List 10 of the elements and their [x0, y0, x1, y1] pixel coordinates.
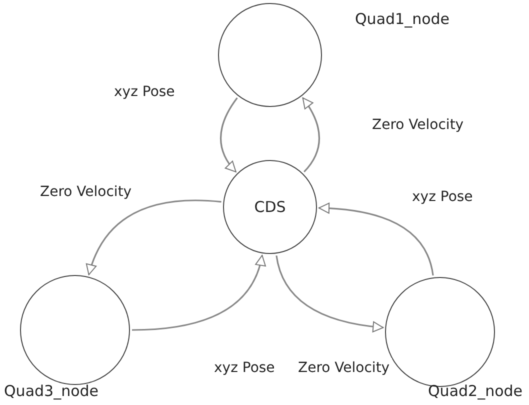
arrow: [86, 200, 222, 276]
arrow: [276, 255, 384, 332]
arrow: [220, 97, 238, 172]
node-name: Quad2_node: [428, 381, 523, 402]
arrow: [132, 254, 266, 331]
node-name: Quad3_node: [4, 381, 99, 402]
arrow: [318, 202, 434, 276]
node-name: Quad1_node: [355, 9, 450, 30]
arrow: [302, 97, 320, 172]
node-label: CDS: [254, 196, 286, 218]
